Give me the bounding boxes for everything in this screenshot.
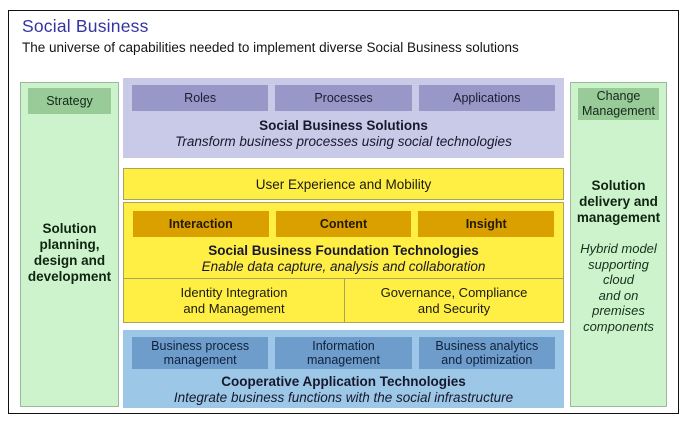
cooperative-box-bpm: Business process management	[132, 337, 269, 369]
cooperative-box-information: Information management	[275, 337, 412, 369]
right-column-solution-delivery: Change Management Solution delivery and …	[570, 82, 667, 407]
foundation-box-insight: Insight	[418, 211, 555, 237]
identity-integration-cell: Identity Integration and Management	[180, 285, 288, 316]
strategy-box: Strategy	[27, 88, 112, 114]
cooperative-section: Business process management Information …	[123, 330, 564, 408]
left-column-label: Solution planning, design and developmen…	[27, 221, 112, 284]
cooperative-title: Cooperative Application Technologies	[221, 374, 466, 389]
page-subtitle: The universe of capabilities needed to i…	[22, 40, 519, 55]
right-column-note: Hybrid model supporting cloud and on pre…	[580, 241, 657, 334]
foundation-subgrid: Identity Integration and Management Gove…	[124, 278, 563, 322]
solutions-box-roles: Roles	[132, 85, 269, 111]
solutions-subtitle: Transform business processes using socia…	[175, 134, 512, 149]
user-experience-band: User Experience and Mobility	[123, 168, 564, 200]
foundation-section: Interaction Content Insight Social Busin…	[123, 202, 564, 323]
cooperative-box-row: Business process management Information …	[123, 337, 564, 369]
diagram-frame: Social Business The universe of capabili…	[8, 10, 679, 414]
solutions-title: Social Business Solutions	[259, 118, 428, 133]
governance-compliance-cell: Governance, Compliance and Security	[344, 279, 563, 322]
solutions-box-row: Roles Processes Applications	[123, 85, 564, 111]
foundation-box-interaction: Interaction	[133, 211, 269, 237]
right-column-label: Solution delivery and management	[576, 178, 661, 225]
foundation-title: Social Business Foundation Technologies	[208, 243, 479, 258]
left-column-solution-planning: Strategy Solution planning, design and d…	[20, 82, 119, 407]
cooperative-box-analytics: Business analytics and optimization	[418, 337, 555, 369]
left-column-middle: Solution planning, design and developmen…	[24, 114, 115, 406]
right-column-middle: Solution delivery and management Hybrid …	[571, 120, 666, 406]
page-title: Social Business	[22, 16, 149, 36]
solutions-section: Roles Processes Applications Social Busi…	[123, 78, 564, 158]
cooperative-subtitle: Integrate business functions with the so…	[173, 390, 514, 405]
change-management-box: Change Management	[577, 88, 660, 120]
solutions-box-processes: Processes	[275, 85, 412, 111]
foundation-box-content: Content	[275, 211, 412, 237]
solutions-box-applications: Applications	[418, 85, 555, 111]
foundation-box-row: Interaction Content Insight	[124, 211, 563, 237]
foundation-subtitle: Enable data capture, analysis and collab…	[201, 259, 486, 274]
